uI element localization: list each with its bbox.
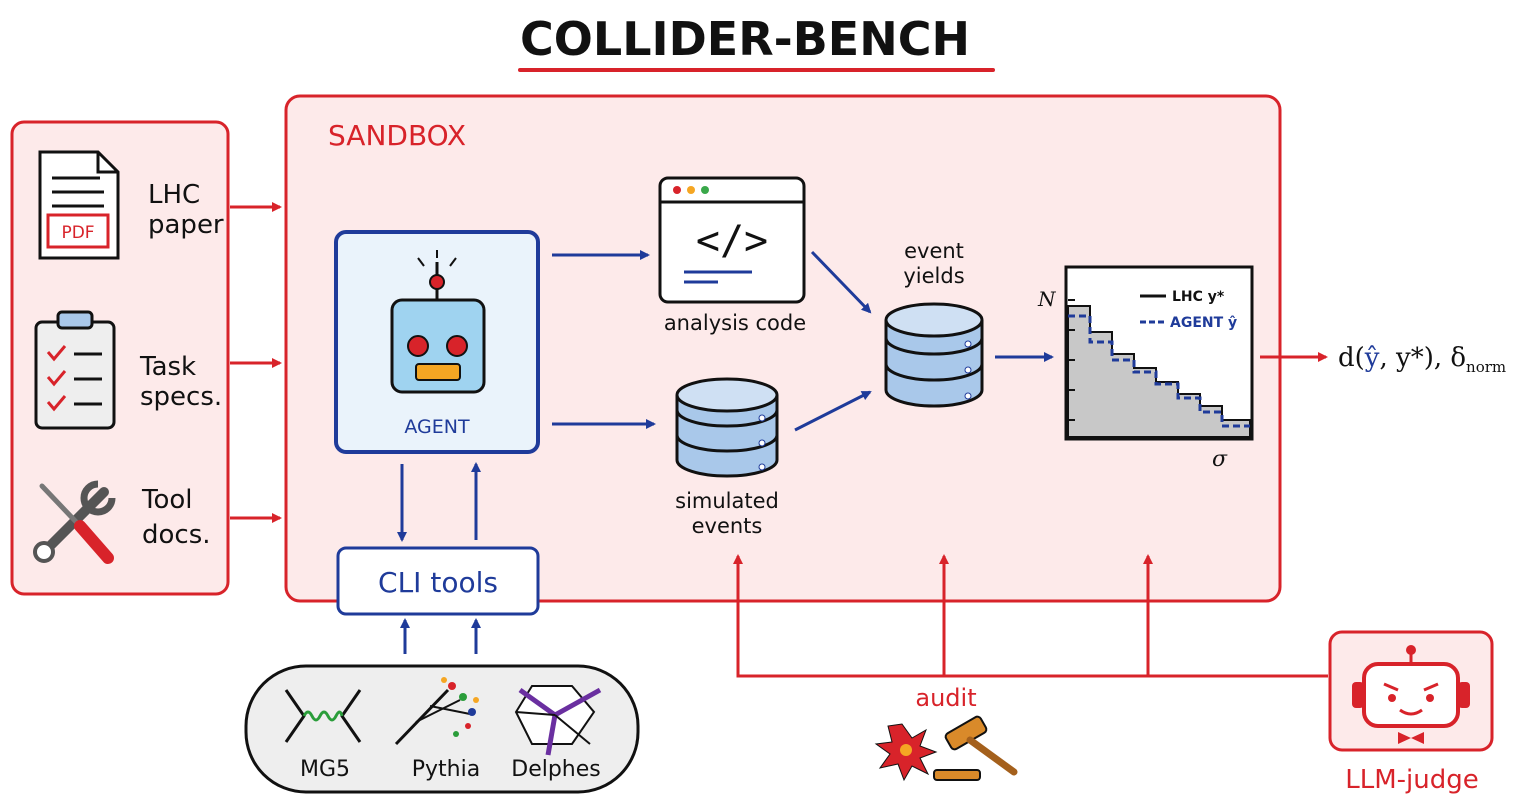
output-formula-prefix: d( (1338, 343, 1365, 373)
input-lhc-line2: paper (148, 210, 224, 240)
input-task-line1: Task (139, 352, 196, 382)
diagram-title: COLLIDER-BENCH (520, 12, 970, 66)
input-tool-line1: Tool (141, 485, 193, 515)
analysis-code-label: analysis code (664, 311, 806, 335)
pdf-badge-text: PDF (61, 223, 94, 243)
agent-label: AGENT (404, 416, 470, 438)
tool-mg5-label: MG5 (300, 757, 350, 782)
sandbox-box (284, 94, 1282, 603)
tool-delphes-label: Delphes (511, 757, 601, 782)
robot-icon (390, 250, 486, 394)
output-formula-yhat: ŷ (1364, 343, 1380, 373)
output-formula-rest: , y*), δ (1380, 343, 1467, 373)
histogram-agent-line (1068, 314, 1250, 428)
judge-robot-icon (1352, 645, 1470, 744)
histogram-y-axis-label: N (1037, 287, 1057, 311)
pdf-document-icon: PDF (38, 150, 120, 260)
input-task-line2: specs. (140, 382, 222, 412)
input-tool-line2: docs. (142, 520, 211, 550)
audit-label: audit (915, 684, 976, 712)
output-formula: d(ŷ, y*), δnorm (1338, 343, 1506, 376)
simulated-events-line2: events (692, 514, 763, 538)
legend-agent-label: AGENT ŷ (1170, 315, 1237, 331)
arrow-simulated-to-yields (794, 390, 872, 432)
particle-shower-icon (394, 677, 479, 746)
output-formula-subscript: norm (1466, 358, 1506, 376)
simulated-events-database-icon (675, 377, 779, 478)
cli-tools-box (336, 546, 540, 616)
event-yields-line2: yields (903, 264, 964, 288)
detector-icon (514, 685, 602, 756)
clipboard-checklist-icon (34, 310, 116, 430)
event-yields-database-icon (884, 302, 984, 408)
sandbox-label: SANDBOX (328, 119, 466, 152)
legend-lhc-label: LHC y* (1172, 289, 1225, 305)
feynman-diagram-icon (284, 689, 362, 743)
arrow-code-to-yields (810, 250, 872, 314)
tool-pythia-label: Pythia (412, 757, 480, 782)
gavel-icon (874, 715, 1018, 782)
audit-feedback-line (733, 554, 1328, 678)
histogram-lhc-fill (1067, 305, 1251, 438)
llm-judge-label: LLM-judge (1345, 765, 1479, 795)
histogram-x-axis-label: σ (1212, 447, 1228, 472)
cli-tools-label: CLI tools (378, 566, 498, 599)
event-yields-line1: event (904, 239, 964, 263)
code-window-icon: </> (658, 176, 806, 304)
svg-text:</>: </> (696, 218, 768, 264)
wrench-screwdriver-icon (33, 480, 116, 564)
input-lhc-line1: LHC (148, 180, 200, 210)
simulated-events-line1: simulated (675, 489, 779, 513)
